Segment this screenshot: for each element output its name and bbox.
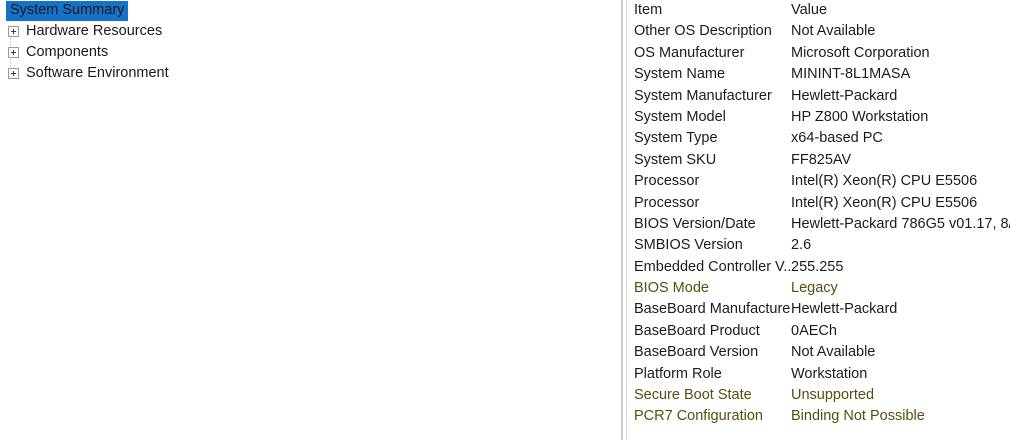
tree-item-label: Software Environment [26,65,169,81]
cell-item: System Name [634,66,726,83]
cell-value: Unsupported [791,387,875,404]
table-row[interactable]: System Model HP Z800 Workstation [631,107,1010,128]
cell-item: Secure Boot State [634,387,752,404]
cell-item: BaseBoard Manufacturer [634,301,791,318]
cell-value: Binding Not Possible [791,408,925,425]
cell-value: HP Z800 Workstation [791,108,929,125]
table-row[interactable]: Other OS Description Not Available [631,21,1010,42]
cell-item: BIOS Mode [634,280,709,297]
table-row[interactable]: Platform Role Workstation [631,364,1010,385]
table-row[interactable]: BaseBoard Version Not Available [631,342,1010,363]
cell-value: Intel(R) Xeon(R) CPU E5506 [791,194,978,211]
table-row[interactable]: SMBIOS Version 2.6 [631,235,1010,256]
cell-item: Other OS Description [634,23,772,40]
tree-item-hardware-resources[interactable]: Hardware Resources [0,21,621,42]
table-row[interactable]: Processor Intel(R) Xeon(R) CPU E5506 [631,171,1010,192]
table-row[interactable]: BaseBoard Product 0AECh [631,321,1010,342]
cell-item: Processor [634,173,700,190]
tree-item-components[interactable]: Components [0,42,621,63]
cell-value: 255.255 [791,258,844,275]
column-header-item[interactable]: Item [634,2,663,18]
table-row[interactable]: Embedded Controller V...255.255 [631,257,1010,278]
table-row[interactable]: BIOS Mode Legacy [631,278,1010,299]
cell-item: OS Manufacturer [634,44,745,61]
expand-plus-icon[interactable] [8,26,19,37]
table-row[interactable]: OS Manufacturer Microsoft Corporation [631,43,1010,64]
cell-value: Intel(R) Xeon(R) CPU E5506 [791,173,978,190]
cell-item: Platform Role [634,365,722,382]
tree-item-label: Hardware Resources [26,23,163,39]
cell-value: Not Available [791,344,876,361]
cell-item: BaseBoard Version [634,344,759,361]
grid-header-row: Item Value [631,0,1010,21]
cell-item: PCR7 Configuration [634,408,763,425]
expand-plus-icon[interactable] [8,47,19,58]
cell-value: FF825AV [791,151,852,168]
cell-item: BaseBoard Product [634,322,760,339]
cell-item: System Type [634,130,718,147]
cell-value: Hewlett-Packard [791,301,898,318]
cell-value: Legacy [791,280,838,297]
table-row[interactable]: Secure Boot State Unsupported [631,385,1010,406]
cell-item: System Model [634,108,726,125]
table-row[interactable]: System Manufacturer Hewlett-Packard [631,86,1010,107]
table-row[interactable]: System Name MININT-8L1MASA [631,64,1010,85]
cell-value: MININT-8L1MASA [791,66,911,83]
cell-value: 2.6 [791,237,812,254]
cell-value: Hewlett-Packard [791,87,898,104]
cell-item: Processor [634,194,700,211]
cell-item: Embedded Controller V... [634,258,791,275]
cell-item: BIOS Version/Date [634,215,756,232]
cell-value: 0AECh [791,322,837,339]
cell-item: System Manufacturer [634,87,772,104]
table-row[interactable]: PCR7 Configuration Binding Not Possible [631,406,1010,427]
column-header-value[interactable]: Value [791,2,828,18]
cell-value: Workstation [791,365,868,382]
cell-item: System SKU [634,151,717,168]
table-row[interactable]: System Type x64-based PC [631,128,1010,149]
tree-item-software-environment[interactable]: Software Environment [0,63,621,84]
cell-value: Microsoft Corporation [791,44,930,61]
tree-item-label: System Summary [6,0,129,21]
tree-item-system-summary[interactable]: System Summary [0,0,621,21]
cell-value: Hewlett-Packard 786G5 v01.17, 8/ [791,215,1010,232]
cell-item: SMBIOS Version [634,237,743,254]
table-row[interactable]: System SKU FF825AV [631,150,1010,171]
table-row[interactable]: Processor Intel(R) Xeon(R) CPU E5506 [631,193,1010,214]
expand-plus-icon[interactable] [8,68,19,79]
cell-value: Not Available [791,23,876,40]
table-row[interactable]: BIOS Version/Date Hewlett-Packard 786G5 v… [631,214,1010,235]
tree-item-label: Components [26,44,109,60]
cell-value: x64-based PC [791,130,883,147]
